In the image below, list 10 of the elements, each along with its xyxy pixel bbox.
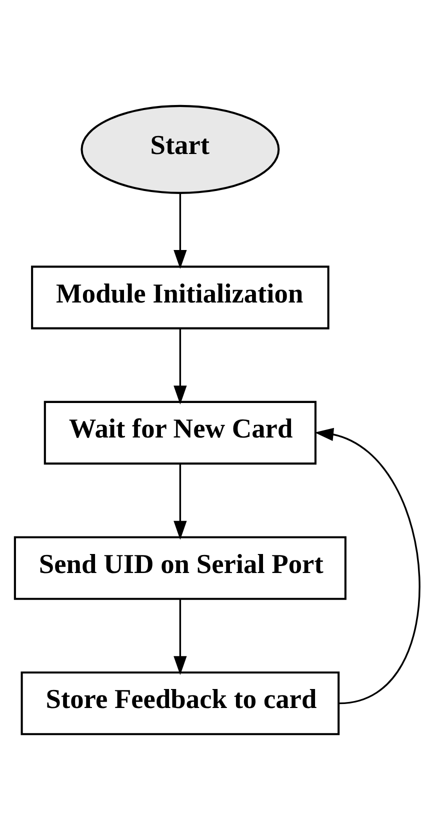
node-ellipse: Start <box>80 104 280 194</box>
arrow <box>174 193 187 268</box>
node-box: Wait for New Card <box>44 400 316 464</box>
node-box: Store Feedback to card <box>20 670 340 735</box>
arrow <box>174 463 187 540</box>
node-box: Module Initialization <box>31 265 330 329</box>
arrow <box>174 598 187 675</box>
arrow <box>314 427 420 704</box>
arrow <box>174 328 187 404</box>
node-box: Send UID on Serial Port <box>14 536 346 600</box>
